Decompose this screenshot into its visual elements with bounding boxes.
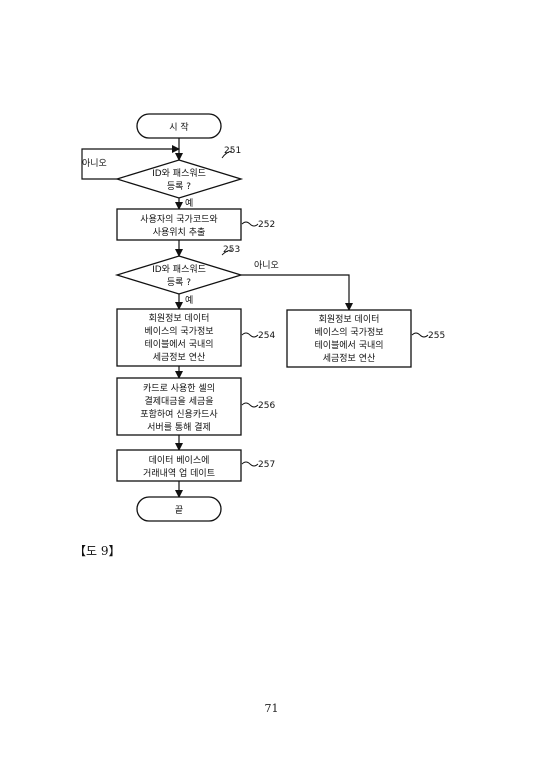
process-254: 회원정보 데이터 베이스의 국가정보 테이블에서 국내의 세금정보 연산 (116, 308, 242, 367)
ref-leader-252 (241, 221, 259, 227)
label-253-yes: 예 (185, 295, 193, 306)
ref-254: 254 (258, 331, 275, 341)
ref-leader-254 (241, 332, 259, 338)
process-256: 카드로 사용한 셀의 결제대금을 세금을 포함하여 신용카드사 서버를 통해 결… (116, 377, 242, 436)
ref-leader-253 (221, 249, 233, 256)
decision-251: ID와 패스워드 등록 ? (114, 159, 244, 199)
process-252-line-2: 사용위치 추출 (153, 226, 206, 238)
label-251-no: 아니오 (82, 158, 107, 169)
label-253-no: 아니오 (254, 260, 279, 271)
process-257: 데이터 베이스에 거래내역 업 데이트 (116, 449, 242, 482)
ref-leader-256 (241, 402, 259, 408)
end-label: 끝 (175, 505, 183, 516)
process-254-line-1: 회원정보 데이터 (149, 313, 210, 324)
label-251-yes: 예 (185, 198, 193, 209)
figure-caption: 【도 9】 (74, 544, 121, 558)
process-255-line-3: 테이블에서 국내의 (314, 340, 383, 351)
decision-253-line-2: 등록 ? (167, 277, 191, 288)
ref-255: 255 (428, 331, 445, 341)
process-254-line-2: 베이스의 국가정보 (144, 326, 213, 337)
ref-leader-251 (221, 150, 233, 159)
start-terminal: 시 작 (136, 113, 222, 139)
process-252: 사용자의 국가코드와 사용위치 추출 (116, 208, 242, 241)
process-256-line-2: 결제대금을 세금을 (144, 396, 213, 407)
process-257-line-2: 거래내역 업 데이트 (143, 468, 215, 479)
process-256-line-3: 포함하여 신용카드사 (140, 408, 218, 420)
process-255-line-1: 회원정보 데이터 (319, 314, 380, 325)
process-254-line-4: 세금정보 연산 (153, 352, 206, 363)
process-256-line-1: 카드로 사용한 셀의 (143, 383, 215, 394)
ref-253: 253 (223, 245, 240, 255)
process-255-line-2: 베이스의 국가정보 (314, 327, 383, 338)
arrow-253-no-to-255 (241, 274, 353, 311)
arrow-251-no-loop (81, 145, 180, 180)
ref-leader-257 (241, 461, 259, 467)
decision-253-line-1: ID와 패스워드 (152, 263, 206, 275)
end-terminal: 끝 (136, 496, 222, 522)
decision-253: ID와 패스워드 등록 ? (114, 255, 244, 295)
process-256-line-4: 서버를 통해 결제 (147, 422, 211, 433)
process-255-line-4: 세금정보 연산 (323, 353, 376, 364)
start-label: 시 작 (169, 122, 188, 133)
decision-251-line-2: 등록 ? (167, 181, 191, 192)
ref-251: 251 (224, 146, 241, 156)
ref-256: 256 (258, 401, 275, 411)
process-252-line-1: 사용자의 국가코드와 (140, 213, 217, 225)
ref-leader-255 (411, 332, 429, 338)
ref-252: 252 (258, 220, 275, 230)
process-257-line-1: 데이터 베이스에 (149, 455, 210, 466)
process-254-line-3: 테이블에서 국내의 (144, 339, 213, 350)
page-number: 71 (264, 702, 279, 715)
decision-251-line-1: ID와 패스워드 (152, 167, 206, 179)
process-255: 회원정보 데이터 베이스의 국가정보 테이블에서 국내의 세금정보 연산 (286, 309, 412, 368)
ref-257: 257 (258, 460, 275, 470)
